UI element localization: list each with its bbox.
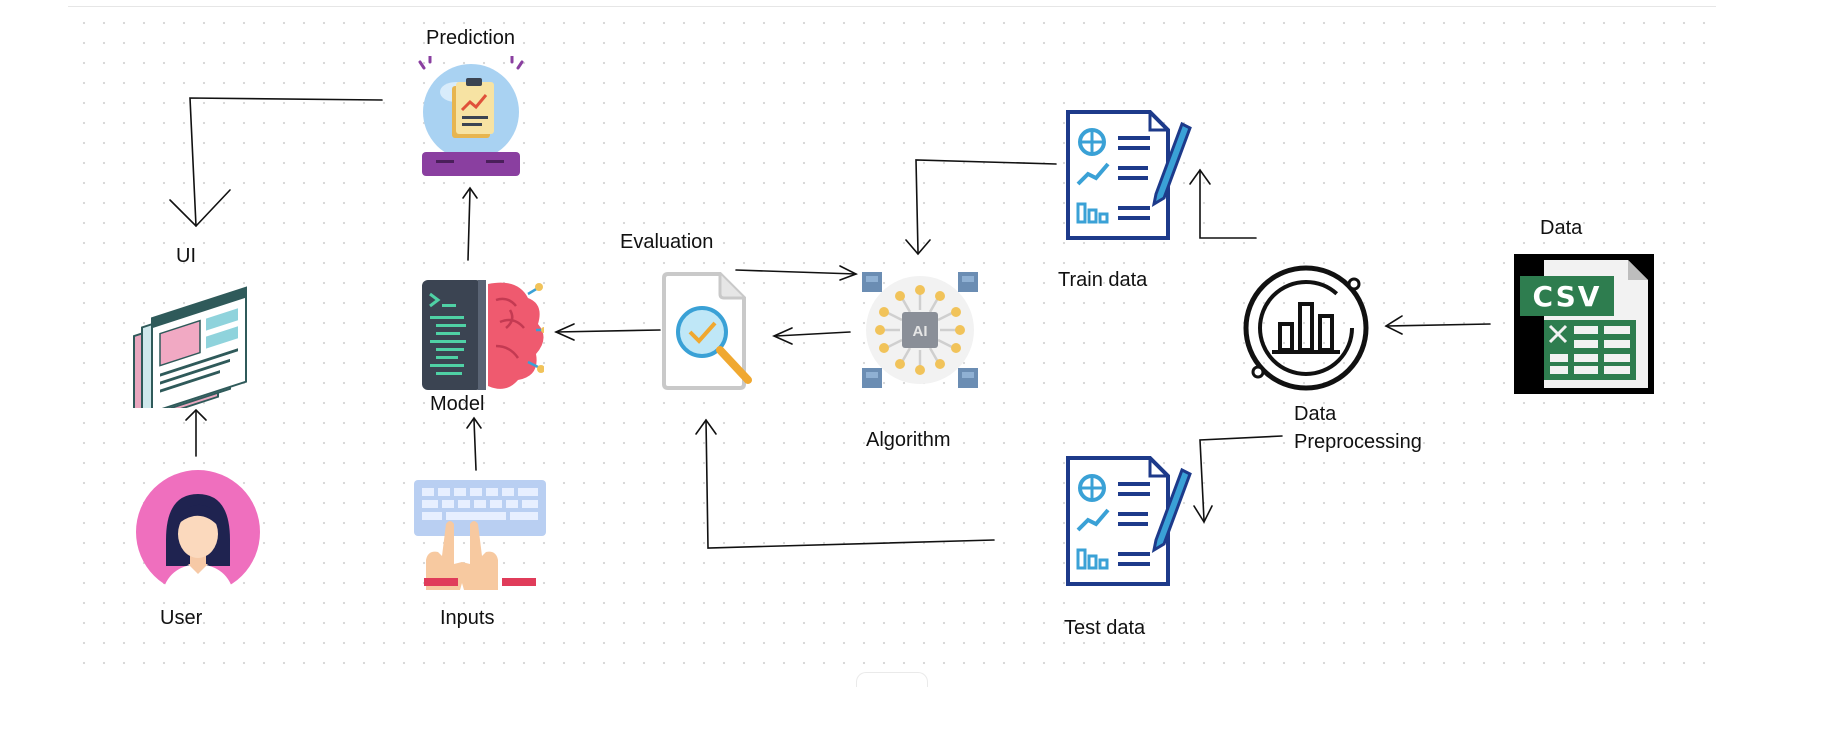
model-label: Model [430, 393, 485, 415]
user-label: User [160, 607, 203, 629]
arrow-preprocessing-to-train [1199, 169, 1257, 239]
arrow-data-to-preprocessing [1385, 323, 1491, 327]
arrow-evaluation-to-algorithm [735, 269, 857, 275]
data-preprocessing-label-line2: Preprocessing [1294, 431, 1422, 453]
document-magnifier-check-icon [662, 272, 752, 390]
arrow-evaluation-to-model [555, 329, 661, 333]
algorithm-node: AI [862, 272, 978, 388]
arrow-model-to-prediction [467, 189, 471, 261]
evaluation-node [660, 272, 760, 392]
code-brain-icon [422, 280, 547, 390]
train-data-node [1064, 108, 1192, 242]
chart-circle-icon [1243, 265, 1369, 391]
data-preprocessing-label-line1: Data [1294, 403, 1337, 425]
arrow-inputs-to-model [473, 419, 477, 471]
prediction-label: Prediction [426, 27, 515, 49]
test-data-label: Test data [1064, 617, 1146, 639]
svg-text:AI: AI [913, 323, 928, 340]
train-data-label: Train data [1058, 269, 1148, 291]
report-pencil-icon [1066, 110, 1192, 240]
inputs-label: Inputs [440, 607, 495, 629]
ui-label: UI [176, 245, 196, 267]
test-data-node [1064, 454, 1192, 588]
web-pages-icon [133, 286, 247, 426]
board-handle [856, 672, 928, 687]
crystal-ball-report-icon [418, 54, 524, 176]
report-pencil-icon [1066, 456, 1192, 586]
prediction-node [416, 54, 526, 180]
user-node [136, 470, 260, 594]
arrow-prediction-to-ui [189, 97, 383, 227]
ui-node [128, 272, 258, 426]
svg-text:CSV: CSV [1533, 280, 1602, 313]
model-node [420, 270, 547, 394]
data-node: CSV [1514, 254, 1654, 394]
inputs-node [412, 474, 548, 592]
algorithm-label: Algorithm [866, 429, 951, 451]
arrow-test-to-evaluation [705, 419, 995, 549]
arrow-algorithm-to-evaluation [775, 331, 851, 337]
arrow-preprocessing-to-test [1199, 435, 1283, 521]
data-label: Data [1540, 217, 1583, 239]
keyboard-hands-icon [414, 480, 546, 590]
csv-file-icon: CSV [1514, 254, 1654, 394]
ai-chip-icon: AI [862, 272, 978, 388]
data-preprocessing-node [1240, 262, 1372, 394]
evaluation-label: Evaluation [620, 231, 714, 253]
user-avatar-icon [136, 470, 260, 594]
arrow-train-to-algorithm [915, 159, 1057, 253]
